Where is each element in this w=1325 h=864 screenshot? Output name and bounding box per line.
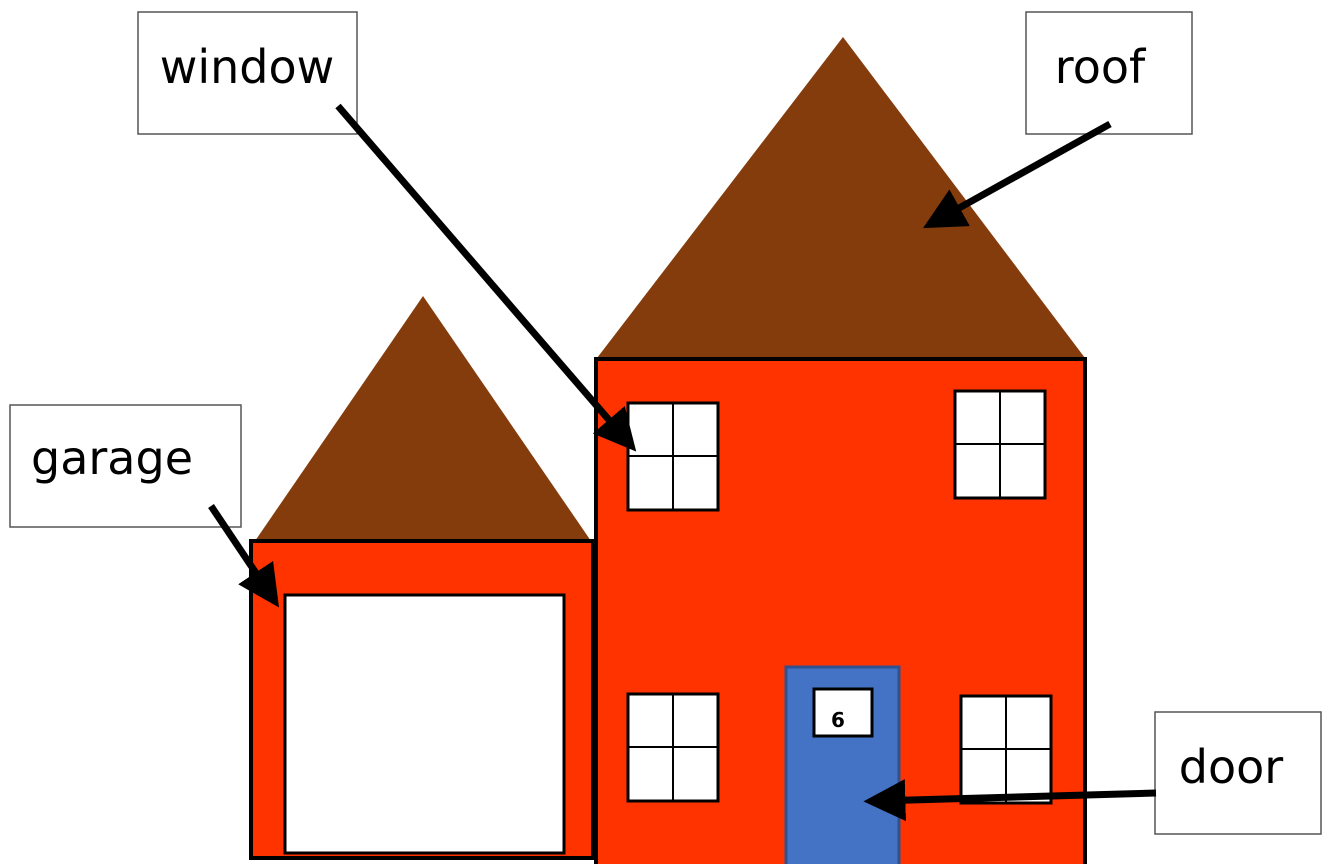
window-top-left: [628, 403, 718, 510]
label-garage: garage: [31, 431, 193, 485]
garage-roof: [255, 296, 591, 541]
arrow-roof: [934, 124, 1110, 222]
window-bottom-left: [628, 694, 718, 801]
house-number: 6: [831, 708, 845, 732]
window-top-right: [955, 391, 1045, 498]
label-roof: roof: [1055, 40, 1147, 94]
window-bottom-right: [961, 696, 1051, 803]
main-roof: [597, 37, 1085, 358]
label-door: door: [1179, 740, 1283, 794]
garage-door: [285, 595, 564, 853]
label-window: window: [160, 40, 335, 94]
